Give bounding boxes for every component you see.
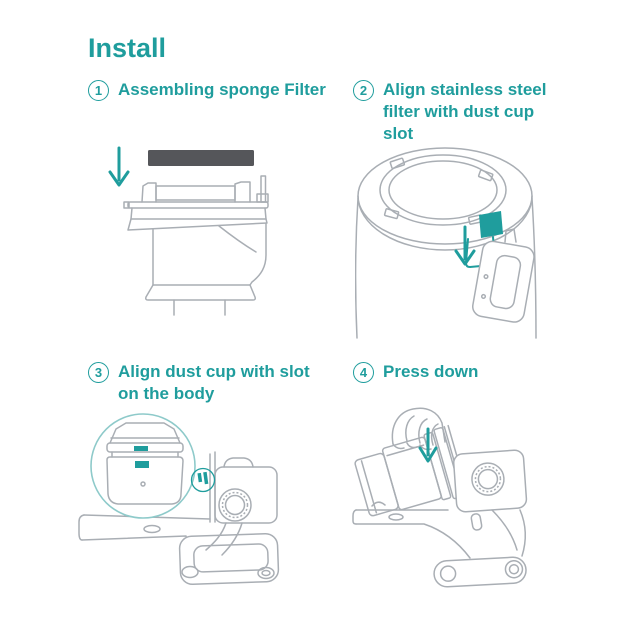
step-4-illustration (352, 407, 528, 588)
step-3-illustration (78, 413, 280, 586)
steel-filter-ring-drawing (379, 154, 507, 226)
step-1-label: Assembling sponge Filter (118, 80, 326, 99)
handle-body-drawing (352, 509, 526, 559)
down-arrow-icon (454, 225, 476, 266)
down-arrow-icon (108, 146, 130, 187)
step-4-header: 4 Press down (353, 361, 513, 383)
down-arrow-icon (418, 427, 438, 463)
step-1-header: 1 Assembling sponge Filter (88, 79, 338, 101)
filter-lid-drawing (123, 175, 269, 316)
step-3-header: 3 Align dust cup with slot on the body (88, 361, 332, 405)
step-3-number-badge: 3 (88, 362, 109, 383)
cup-handle-drawing (472, 228, 535, 323)
slot-mark-bottom (135, 461, 149, 468)
step-2-illustration (355, 147, 537, 339)
step-4-number-badge: 4 (353, 362, 374, 383)
cup-latch-bump (371, 501, 386, 507)
step-3-label: Align dust cup with slot on the body (118, 362, 310, 403)
slot-mark-top (134, 446, 148, 451)
step-1-number-badge: 1 (88, 80, 109, 101)
step-2-number-badge: 2 (353, 80, 374, 101)
step-1-illustration (108, 146, 269, 316)
dust-cup-cylinder-drawing (355, 147, 537, 339)
base-drawing (433, 556, 527, 588)
hand-icon (391, 407, 446, 451)
sponge-filter-shape (148, 150, 254, 166)
page-title: Install (88, 33, 167, 63)
motor-unit-drawing (452, 449, 528, 513)
step-2-header: 2 Align stainless steel filter with dust… (353, 79, 555, 145)
step-4-label: Press down (383, 362, 479, 381)
slot-location-circle (190, 467, 216, 493)
motor-vent-icon (218, 488, 252, 522)
floor-brush-drawing (178, 522, 280, 586)
dust-cup-magnified-drawing (106, 422, 184, 505)
dust-cup-drawing (354, 424, 469, 517)
step-2-label: Align stainless steel filter with dust c… (383, 80, 547, 143)
